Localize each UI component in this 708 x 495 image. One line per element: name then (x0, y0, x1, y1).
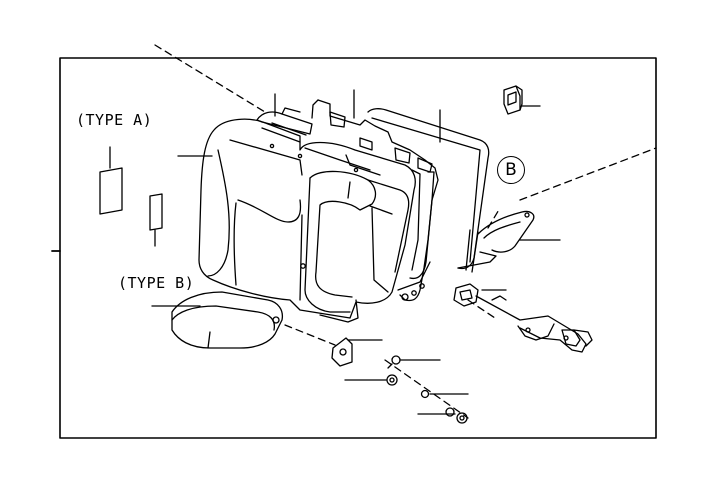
seat-back-cushion (198, 118, 416, 323)
leader-lines (177, 89, 441, 157)
dashed-guide-lines (154, 44, 657, 419)
type-a-label: (TYPE A) (76, 111, 153, 129)
diagram-frame (59, 57, 657, 439)
armrest-type-b (151, 291, 284, 349)
type-a-plates (99, 146, 163, 247)
bracket-and-fasteners (331, 337, 469, 424)
latch-assembly (453, 283, 593, 353)
seat-back-frame (311, 99, 439, 302)
type-b-label: (TYPE B) (118, 274, 195, 292)
switch-box (503, 85, 541, 115)
callout-b: B (497, 156, 525, 184)
seat-strap (477, 210, 561, 253)
rear-back-board (367, 108, 497, 273)
